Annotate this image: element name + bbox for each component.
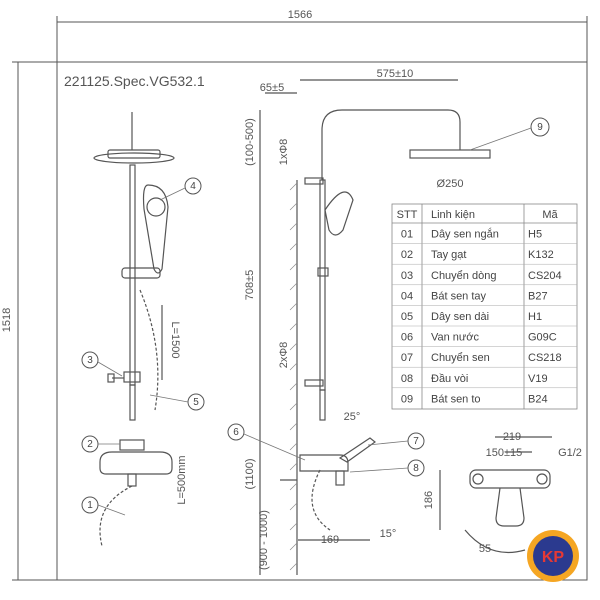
table-cell-stt: 08 [401,373,413,385]
kp-logo: KP [527,530,579,582]
table-cell-stt: 04 [401,290,413,302]
table-cell-code: H5 [528,229,542,241]
bar-height: 708±5 [244,270,256,301]
table-header-stt: STT [397,209,418,221]
riser-bar-front [129,164,136,386]
callout-3 [81,351,99,369]
hose-length: L=1500 [169,321,181,358]
bracket-lower: 2xΦ8 [278,342,290,369]
spout-reach: 169 [321,534,339,546]
callout-label-6: 6 [233,427,239,438]
table-cell-stt: 02 [401,249,413,261]
wall-hatch [289,182,298,571]
table-cell-part: Dây sen dài [431,311,489,323]
callout-label-2: 2 [87,439,93,450]
upper-range: (100-500) [244,118,256,166]
mixer-body-front [99,451,173,475]
overall-height: 1518 [1,308,13,332]
table-cell-part: Bát sen tay [431,290,487,302]
table-cell-stt: 03 [401,270,413,282]
table-row-lines [392,222,577,389]
table-cell-part: Tay gạt [431,249,466,261]
table-cell-code: B24 [528,393,548,405]
table-cell-code: H1 [528,311,542,323]
table-cell-stt: 01 [401,229,413,241]
table-cell-code: G09C [528,332,557,344]
callout-label-8: 8 [413,463,419,474]
spec-code: 221125.Spec.VG532.1 [64,73,205,89]
front-view [93,112,175,547]
supply-hose: L=500mm [176,455,188,504]
angle-bottom: 15° [380,528,397,540]
side-view [259,79,491,575]
callout-6 [227,423,245,441]
arm-reach: 575±10 [377,68,414,80]
angle-top: 25° [344,411,361,423]
shower-head-front [93,152,175,164]
table-cell-part: Chuyển sen [431,352,490,364]
table-cell-code: B27 [528,290,548,302]
shower-head-side [409,149,491,159]
wall-offset: 65±5 [260,82,284,94]
callout-label-1: 1 [87,500,93,511]
callout-label-9: 9 [537,122,543,133]
valve-plan-view [439,436,552,554]
valve-angle: 55 [479,543,491,555]
table-cell-stt: 05 [401,311,413,323]
table-cell-stt: 06 [401,332,413,344]
table-cell-code: V19 [528,373,548,385]
overall-width: 1566 [288,9,312,21]
callout-label-3: 3 [87,355,93,366]
table-cell-part: Dây sen ngắn [431,228,499,241]
table-cell-code: CS204 [528,270,562,282]
table-cell-stt: 07 [401,352,413,364]
valve-centers: 150±15 [486,447,523,459]
mixer-body-side [299,454,349,472]
callout-4 [184,177,202,195]
valve-width: 219 [503,431,521,443]
callout-9 [530,117,550,137]
floor-range: (900 - 1000) [258,510,270,570]
table-cell-stt: 09 [401,393,413,405]
parts-table [391,203,578,410]
table-cell-part: Đầu vòi [431,373,468,385]
hand-shower-front [142,184,169,274]
table-cell-code: CS218 [528,352,562,364]
table-cell-part: Bát sen to [431,393,481,405]
callout-label-4: 4 [190,181,196,192]
callout-label-5: 5 [193,397,199,408]
thread-size: G1/2 [558,447,582,459]
table-cell-part: Chuyển dòng [431,270,496,282]
drawing-frame [56,61,588,581]
head-diameter: Ø250 [437,178,464,190]
table-header-part: Linh kiện [431,209,475,221]
valve-depth: 186 [423,491,435,509]
table-header-code: Mã [542,209,558,221]
table-cell-code: K132 [528,249,554,261]
riser-bar-side [319,179,326,391]
valve-height: (1100) [244,459,256,490]
logo-text: KP [542,549,565,566]
callout-label-7: 7 [413,436,419,447]
table-cell-part: Van nước [431,332,480,344]
bracket-upper: 1xΦ8 [278,139,290,166]
